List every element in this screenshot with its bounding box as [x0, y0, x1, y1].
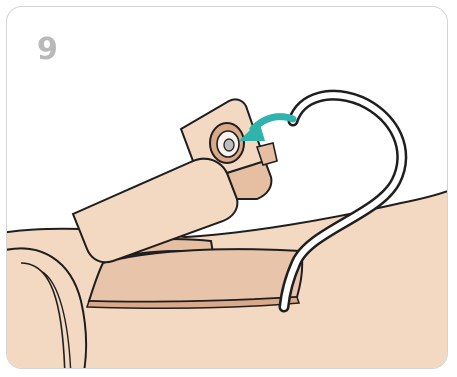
connector-port-icon	[210, 123, 244, 163]
instruction-card: 9	[6, 6, 448, 369]
illustration	[6, 6, 448, 369]
